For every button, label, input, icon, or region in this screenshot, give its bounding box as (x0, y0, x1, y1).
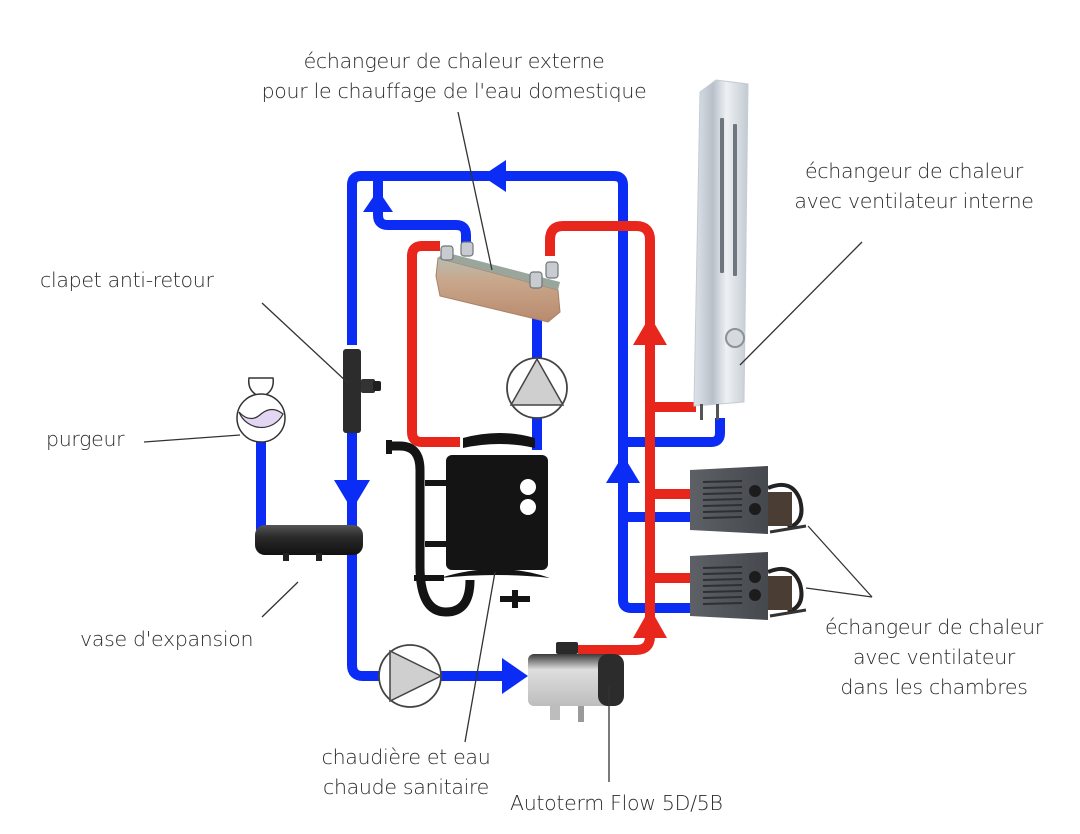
tower-fan-knob-icon (725, 328, 745, 348)
label-plate-exchanger-line1: échangeur de chaleur externe (303, 49, 605, 73)
leader-expansion-vessel (261, 581, 299, 618)
leader-plate-exchanger (457, 111, 493, 271)
fan-grille-1 (702, 480, 743, 519)
cold-pipe-tower-return (623, 418, 725, 447)
tower-vent-slots (720, 118, 737, 276)
leader-purgeur (143, 434, 241, 443)
label-expansion-vessel: vase d'expansion (80, 624, 254, 654)
label-room-exchangers-line2: avec ventilateur (852, 645, 1016, 669)
label-tower-exchanger: échangeur de chaleur avec ventilateur in… (786, 156, 1042, 216)
tower-heat-exchanger[interactable] (693, 79, 749, 420)
hot-pipe-main-riser (545, 221, 655, 655)
plate-heat-exchanger[interactable] (435, 241, 561, 323)
arrow-up-hot-riser-upper (633, 316, 667, 345)
circulation-pump-lower[interactable] (378, 644, 443, 708)
flow-arrows (334, 160, 667, 694)
fan-grille-2 (702, 566, 743, 605)
cold-pipe-top-loop (347, 171, 690, 613)
label-boiler-line2: chaude sanitaire (323, 775, 489, 799)
label-purgeur: purgeur (46, 424, 125, 454)
label-boiler: chaudière et eau chaude sanitaire (306, 742, 506, 802)
arrow-left-top (482, 160, 506, 192)
arrow-up-hot-riser-lower (633, 608, 667, 638)
label-check-valve: clapet anti-retour (40, 265, 214, 295)
leader-boiler (464, 571, 496, 743)
hot-water-pipes (407, 221, 696, 655)
arrow-up-exchanger-return (363, 190, 393, 212)
label-room-exchangers-line1: échangeur de chaleur (825, 615, 1043, 639)
circulation-pump-upper[interactable] (506, 357, 568, 419)
autoterm-heater[interactable] (528, 642, 624, 722)
label-check-valve-line1: clapet anti-retour (40, 268, 214, 292)
label-heater-line1: Autoterm Flow 5D/5B (510, 791, 723, 815)
leader-room-fan-1 (807, 525, 873, 598)
leader-room-fan-2 (805, 587, 873, 598)
air-purger[interactable] (236, 377, 286, 443)
label-purgeur-line1: purgeur (46, 427, 125, 451)
label-plate-exchanger: échangeur de chaleur externe pour le cha… (246, 46, 662, 106)
label-room-exchangers: échangeur de chaleur avec ventilateur da… (812, 612, 1056, 702)
exchanger-fittings (440, 241, 559, 289)
room-fan-heater-2[interactable] (690, 552, 807, 620)
arrow-right-to-heater (502, 658, 528, 694)
leader-tower-exchanger (739, 241, 863, 366)
label-expansion-vessel-line1: vase d'expansion (80, 627, 254, 651)
cold-pipe-exchanger-return (373, 180, 471, 248)
hot-pipe-boiler-loop (407, 241, 460, 447)
arrow-down-main (334, 480, 370, 510)
boiler-tank[interactable] (386, 433, 550, 617)
label-plate-exchanger-line2: pour le chauffage de l'eau domestique (261, 79, 647, 103)
check-valve[interactable] (343, 349, 381, 433)
label-boiler-line1: chaudière et eau (321, 745, 491, 769)
label-room-exchangers-line3: dans les chambres (840, 675, 1028, 699)
cold-pipe-main-down (347, 430, 382, 681)
label-heater: Autoterm Flow 5D/5B (510, 788, 723, 818)
label-tower-exchanger-line2: avec ventilateur interne (794, 189, 1034, 213)
arrow-up-cold-riser (606, 455, 640, 483)
label-tower-exchanger-line1: échangeur de chaleur (805, 159, 1023, 183)
leader-check-valve (261, 302, 349, 384)
room-fan-heater-1[interactable] (690, 466, 807, 534)
expansion-vessel[interactable] (255, 525, 363, 561)
leader-lines (143, 111, 873, 782)
